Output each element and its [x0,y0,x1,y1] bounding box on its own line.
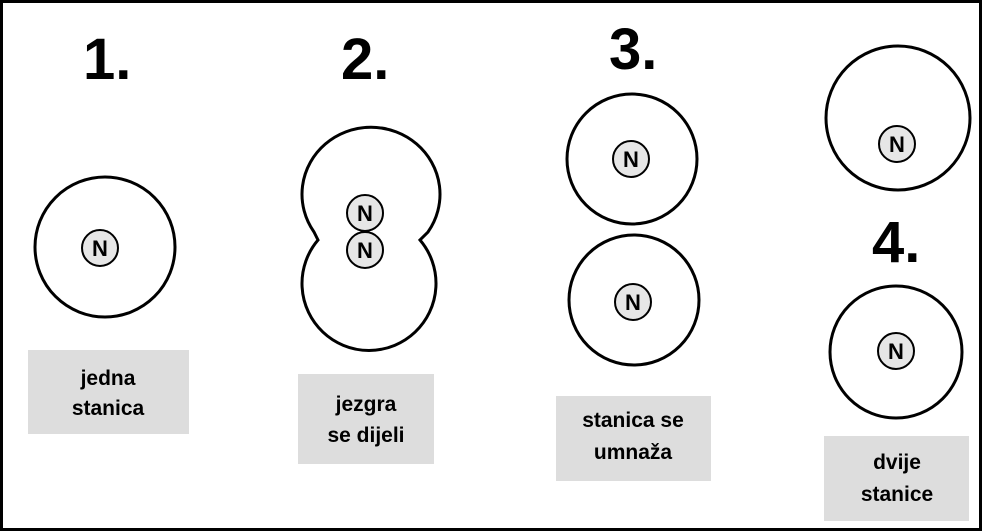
step-2: 2. N N jezgra se dijeli [298,27,442,464]
step-3: 3. N N stanica se umnaža [556,17,711,481]
step-1-caption-box [28,350,189,434]
step-4-caption-line-1: dvije [873,451,921,474]
step-1-number: 1. [83,27,131,92]
step-4-cell-top [824,44,972,192]
step-4-caption-line-2: stanice [861,483,933,506]
step-3-nucleus-top: N [612,140,650,178]
step-2-nucleus-top: N [346,194,384,232]
step-1-nucleus: N [81,229,119,267]
nucleus-label: N [92,236,108,261]
nucleus-icon [612,140,650,178]
step-3-nucleus-bottom: N [614,283,652,321]
nucleus-label: N [357,238,373,263]
step-2-caption-line-2: se dijeli [327,424,404,447]
step-2-number: 2. [341,27,389,92]
nucleus-icon [614,283,652,321]
nucleus-icon [346,231,384,269]
step-1: 1. N jedna stanica [28,27,189,434]
step-2-caption-box [298,374,434,464]
step-3-number: 3. [609,17,657,82]
nucleus-icon [878,125,916,163]
step-3-caption-line-2: umnaža [594,441,673,464]
step-4-nucleus-bottom: N [877,332,915,370]
nucleus-label: N [623,147,639,172]
step-4-caption-box [824,436,969,521]
step-4: N 4. N dvije stanice [824,44,972,521]
nucleus-icon [81,229,119,267]
nucleus-label: N [625,290,641,315]
nucleus-icon [877,332,915,370]
step-2-caption-line-1: jezgra [335,393,397,416]
step-4-nucleus-top: N [878,125,916,163]
step-2-nucleus-bottom: N [346,231,384,269]
step-1-caption-line-1: jedna [80,367,136,390]
nucleus-label: N [888,339,904,364]
step-3-caption-line-1: stanica se [582,409,684,432]
step-1-caption-line-2: stanica [72,397,145,420]
nucleus-label: N [357,201,373,226]
nucleus-label: N [889,132,905,157]
step-4-number: 4. [872,210,920,275]
step-3-caption-box [556,396,711,481]
